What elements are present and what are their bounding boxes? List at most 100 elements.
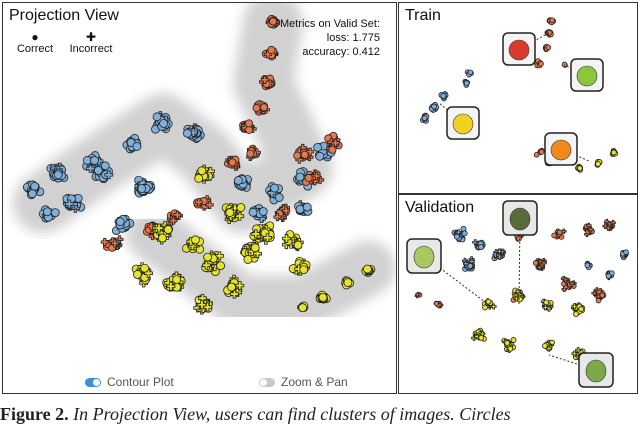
correct-point[interactable]: [467, 262, 474, 269]
correct-point[interactable]: [182, 128, 192, 138]
incorrect-point[interactable]: [496, 254, 503, 261]
incorrect-point[interactable]: [194, 198, 203, 207]
incorrect-point[interactable]: [542, 304, 549, 311]
incorrect-point[interactable]: [282, 206, 291, 215]
correct-point[interactable]: [258, 207, 268, 216]
incorrect-point[interactable]: [282, 234, 291, 243]
correct-point[interactable]: [216, 261, 226, 271]
correct-point[interactable]: [259, 103, 268, 112]
correct-point[interactable]: [244, 119, 253, 128]
green-apple-icon[interactable]: [585, 359, 607, 383]
correct-point[interactable]: [507, 345, 514, 352]
incorrect-point[interactable]: [496, 248, 503, 255]
incorrect-point[interactable]: [166, 281, 176, 291]
correct-point[interactable]: [482, 304, 488, 311]
correct-point[interactable]: [243, 255, 253, 264]
incorrect-point[interactable]: [586, 222, 592, 229]
incorrect-point[interactable]: [251, 229, 261, 239]
incorrect-point[interactable]: [571, 350, 578, 357]
incorrect-point[interactable]: [536, 264, 543, 271]
correct-point[interactable]: [270, 183, 279, 193]
correct-point[interactable]: [538, 61, 544, 67]
incorrect-point[interactable]: [588, 226, 594, 233]
incorrect-point[interactable]: [173, 210, 182, 219]
correct-point[interactable]: [269, 17, 278, 26]
correct-point[interactable]: [236, 203, 246, 212]
correct-point[interactable]: [610, 149, 617, 156]
correct-point[interactable]: [228, 158, 237, 167]
correct-point[interactable]: [433, 300, 439, 307]
correct-point[interactable]: [532, 260, 539, 266]
orange-icon[interactable]: [550, 139, 572, 161]
green-apple-icon[interactable]: [576, 65, 598, 87]
correct-point[interactable]: [533, 151, 540, 158]
correct-point[interactable]: [227, 282, 236, 292]
correct-point[interactable]: [328, 145, 337, 154]
incorrect-point[interactable]: [606, 221, 613, 227]
correct-point[interactable]: [100, 161, 110, 171]
correct-point[interactable]: [298, 303, 308, 313]
correct-point[interactable]: [543, 299, 550, 306]
incorrect-point[interactable]: [215, 251, 224, 261]
incorrect-point[interactable]: [541, 260, 547, 266]
zoom-switch-icon[interactable]: [259, 377, 275, 387]
correct-point[interactable]: [274, 193, 284, 202]
banana-bunch-icon[interactable]: [413, 245, 435, 269]
incorrect-point[interactable]: [260, 75, 269, 84]
correct-point[interactable]: [461, 230, 468, 237]
correct-point[interactable]: [140, 263, 150, 273]
banana-icon[interactable]: [452, 113, 474, 135]
correct-point[interactable]: [546, 29, 553, 36]
incorrect-point[interactable]: [468, 258, 475, 265]
projection-scatter[interactable]: [3, 3, 397, 394]
incorrect-point[interactable]: [479, 331, 486, 337]
incorrect-point[interactable]: [154, 223, 164, 233]
correct-point[interactable]: [545, 44, 552, 51]
correct-point[interactable]: [576, 165, 583, 172]
contour-switch-icon[interactable]: [85, 377, 101, 387]
correct-point[interactable]: [299, 265, 309, 275]
correct-point[interactable]: [485, 298, 492, 305]
correct-point[interactable]: [191, 235, 200, 245]
validation-scatter[interactable]: [399, 195, 638, 394]
correct-point[interactable]: [159, 119, 168, 128]
incorrect-point[interactable]: [455, 229, 462, 236]
correct-point[interactable]: [599, 292, 606, 299]
correct-point[interactable]: [556, 229, 563, 236]
correct-point[interactable]: [163, 225, 173, 234]
correct-point[interactable]: [573, 311, 579, 317]
correct-point[interactable]: [252, 103, 261, 112]
correct-point[interactable]: [152, 112, 162, 122]
incorrect-point[interactable]: [306, 147, 315, 156]
incorrect-point[interactable]: [197, 300, 207, 310]
correct-point[interactable]: [203, 252, 212, 262]
incorrect-point[interactable]: [202, 260, 211, 270]
incorrect-point[interactable]: [415, 291, 421, 298]
correct-point[interactable]: [172, 275, 182, 285]
correct-point[interactable]: [313, 142, 322, 152]
incorrect-point[interactable]: [169, 216, 178, 225]
contour-plot-toggle[interactable]: Contour Plot: [85, 375, 174, 389]
correct-point[interactable]: [315, 151, 325, 161]
correct-point[interactable]: [293, 240, 303, 250]
correct-point[interactable]: [605, 273, 612, 279]
incorrect-point[interactable]: [64, 199, 74, 209]
correct-point[interactable]: [250, 243, 260, 253]
train-scatter[interactable]: [399, 3, 638, 194]
correct-point[interactable]: [295, 172, 305, 182]
correct-point[interactable]: [504, 340, 511, 346]
incorrect-point[interactable]: [331, 138, 340, 147]
correct-point[interactable]: [463, 80, 470, 86]
correct-point[interactable]: [561, 61, 568, 68]
incorrect-point[interactable]: [104, 170, 114, 180]
correct-point[interactable]: [137, 184, 147, 193]
correct-point[interactable]: [467, 69, 474, 76]
correct-point[interactable]: [293, 151, 302, 160]
correct-point[interactable]: [53, 170, 63, 180]
correct-point[interactable]: [440, 92, 447, 99]
incorrect-point[interactable]: [560, 228, 567, 235]
correct-point[interactable]: [595, 161, 601, 167]
incorrect-point[interactable]: [263, 233, 272, 243]
correct-point[interactable]: [248, 207, 258, 217]
correct-point[interactable]: [225, 208, 235, 217]
